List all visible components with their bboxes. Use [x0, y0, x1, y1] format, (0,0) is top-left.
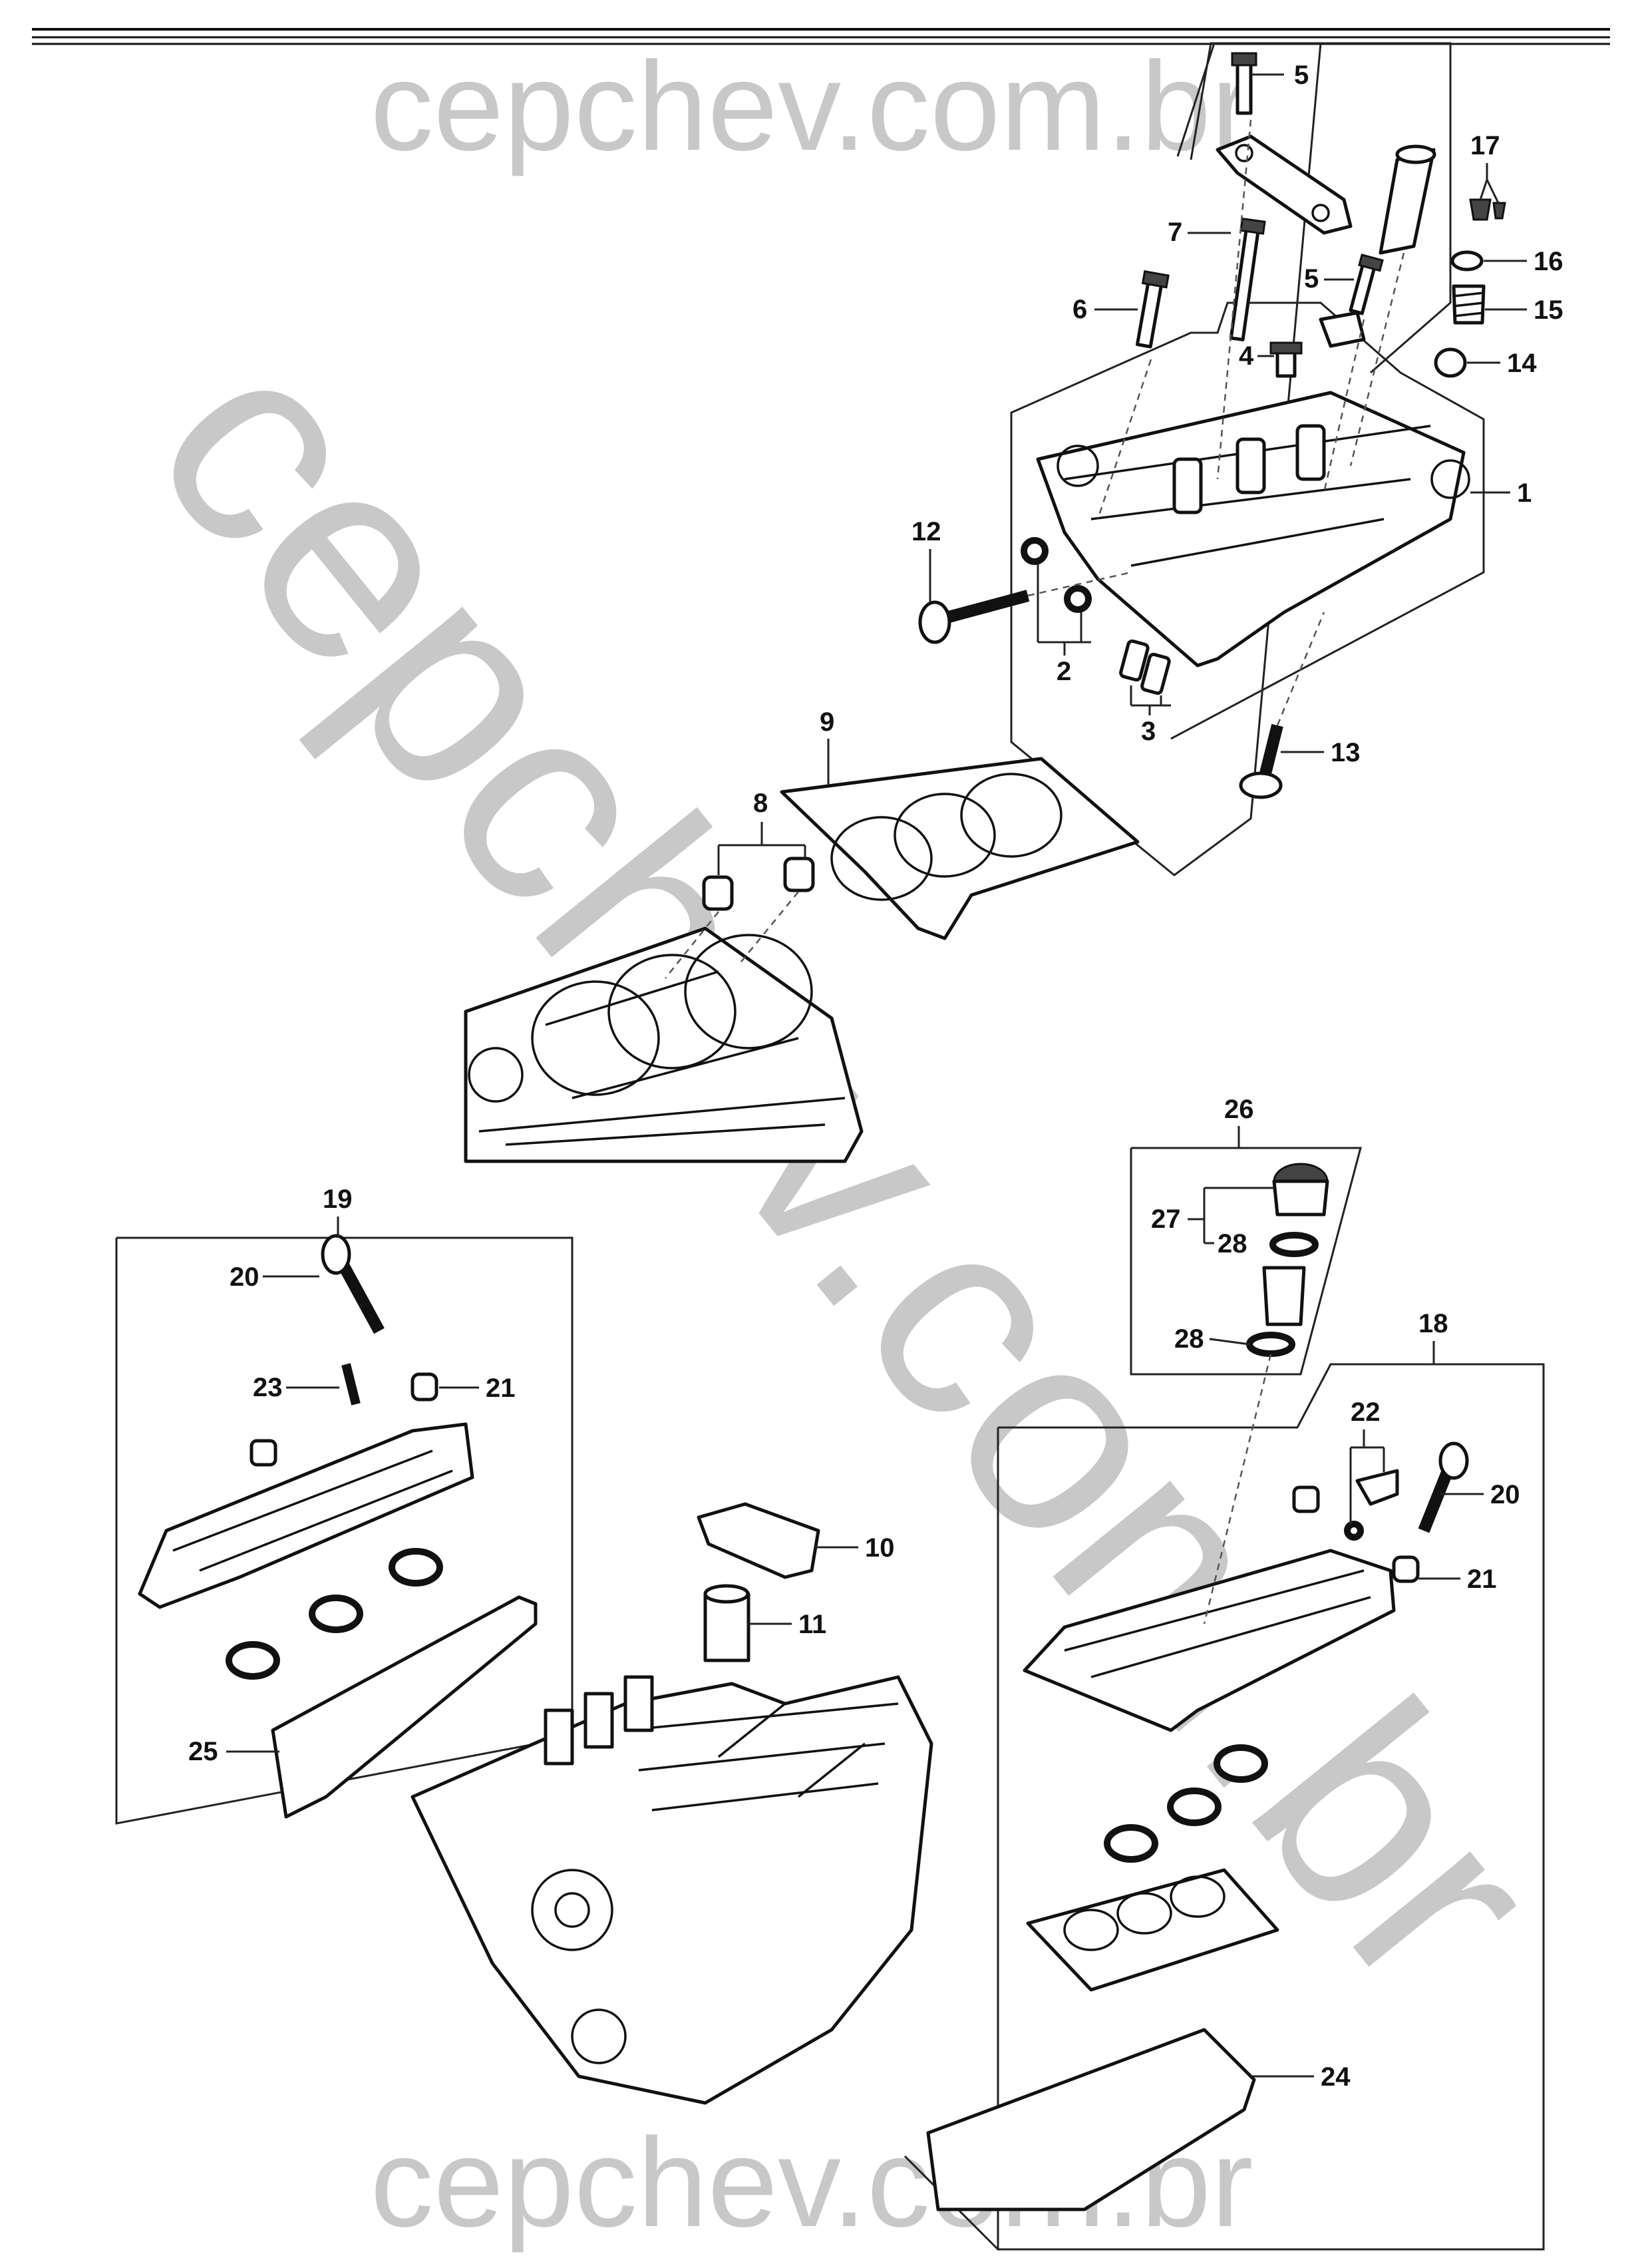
callout-18: 18 [1418, 1309, 1448, 1338]
rocker-and-lifter [697, 1502, 820, 1662]
head-gasket [780, 757, 1140, 940]
lower-head-parts [918, 537, 1283, 799]
frames [115, 42, 1545, 2251]
callout-9: 9 [820, 707, 834, 737]
callout-11: 11 [798, 1610, 826, 1639]
callout-20-left: 20 [230, 1262, 259, 1292]
callout-2: 2 [1057, 657, 1071, 686]
callout-19: 19 [323, 1185, 353, 1214]
callout-4: 4 [1239, 341, 1254, 371]
frame-oil-filler [1130, 1147, 1362, 1376]
callout-8: 8 [753, 789, 768, 818]
oil-filler-cap [1203, 1163, 1329, 1624]
valve-train-parts [1434, 198, 1506, 378]
callout-21-right: 21 [1467, 1565, 1497, 1594]
valve-cover-right [926, 1441, 1469, 2211]
callout-21-left: 21 [486, 1374, 516, 1403]
callout-22: 22 [1351, 1398, 1381, 1427]
cylinder-head [1036, 391, 1470, 667]
callout-23: 23 [253, 1373, 283, 1402]
watermark-top: cepchev.com.br [370, 36, 1253, 177]
valve-cover-left [138, 1234, 538, 1819]
callout-1: 1 [1517, 478, 1532, 508]
callout-15: 15 [1534, 295, 1563, 325]
engine-block-partial [464, 926, 864, 1163]
callout-7: 7 [1168, 218, 1182, 247]
frame-cylinder-head [1010, 42, 1485, 876]
callout-27: 27 [1151, 1205, 1181, 1234]
callout-3: 3 [1141, 717, 1156, 746]
callout-5-lower: 5 [1304, 264, 1319, 293]
frame-top-upper [1176, 42, 1452, 374]
callout-10: 10 [865, 1533, 895, 1563]
bolts-upper [1135, 52, 1384, 378]
callout-14: 14 [1507, 349, 1537, 378]
callout-24: 24 [1321, 2062, 1351, 2092]
dowel-pins [665, 856, 815, 979]
callout-25: 25 [188, 1737, 218, 1766]
oil-tube [1379, 144, 1436, 255]
callout-13: 13 [1331, 738, 1361, 767]
callout-17: 17 [1470, 131, 1500, 160]
callout-12: 12 [911, 517, 941, 546]
callout-28-upper: 28 [1218, 1229, 1247, 1258]
callout-16: 16 [1534, 247, 1563, 276]
callout-26: 26 [1224, 1095, 1254, 1124]
callout-6: 6 [1072, 295, 1087, 324]
callout-5-top: 5 [1294, 61, 1309, 90]
camshaft-cap [1216, 134, 1353, 235]
guide-lines-upper [1027, 119, 1405, 726]
callout-labels: 5 17 16 15 14 7 5 6 4 1 12 [188, 61, 1563, 2092]
engine-assembly [410, 1675, 933, 2105]
callout-28-lower: 28 [1174, 1324, 1204, 1354]
callout-20-right: 20 [1490, 1480, 1520, 1509]
